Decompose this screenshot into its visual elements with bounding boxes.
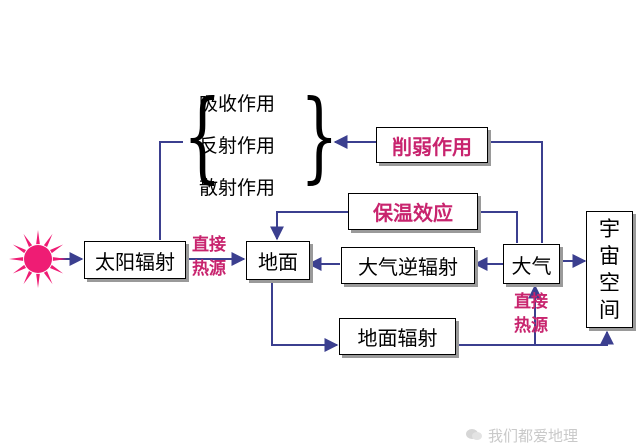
- node-warming-effect: 保温效应: [348, 193, 478, 230]
- label-direct-heat-source-2: 直接 热源: [514, 292, 548, 336]
- arrow-atmos-to-warming: [478, 211, 518, 243]
- arrow-solar-to-effects: [159, 141, 183, 240]
- watermark-text: 我们都爱地理: [488, 427, 579, 445]
- arrow-warming-to-ground: [270, 211, 348, 241]
- node-solar-radiation: 太阳辐射: [84, 241, 186, 279]
- sun-ray: [43, 270, 53, 285]
- sun-ray: [9, 257, 24, 261]
- node-space: 宇 宙 空 间: [586, 211, 633, 328]
- effect-reflection: 反射作用: [199, 135, 276, 157]
- space-char: 空: [599, 270, 620, 295]
- node-atmosphere: 大气: [503, 244, 560, 284]
- sun-ray: [49, 264, 64, 274]
- node-ground-radiation: 地面辐射: [339, 318, 456, 355]
- sun-ray: [52, 257, 67, 261]
- effect-absorption: 吸收作用: [199, 93, 276, 115]
- arrow-ground-to-ground-rad: [271, 281, 339, 352]
- sun-ray: [23, 233, 33, 248]
- label-direct-heat-source-1: 直接 热源: [192, 235, 226, 279]
- arrow-atmos-to-weakening: [488, 141, 543, 243]
- chat-bubble-icon: [466, 429, 482, 440]
- node-atmospheric-counter-radiation: 大气逆辐射: [341, 247, 475, 284]
- node-ground: 地面: [246, 241, 310, 280]
- space-char: 宇: [599, 216, 620, 241]
- sun-ray: [12, 244, 27, 254]
- sun-icon: [9, 230, 67, 288]
- effect-scattering: 散射作用: [199, 177, 276, 199]
- left-brace: {: [183, 80, 222, 194]
- sun-ray: [36, 273, 40, 288]
- arrow-ground-rad-to-space: [456, 330, 614, 346]
- space-char: 间: [599, 297, 620, 322]
- space-char: 宙: [599, 243, 620, 268]
- sun-ray: [43, 233, 53, 248]
- node-weakening-effect: 削弱作用: [376, 127, 488, 163]
- sun-ray: [49, 244, 64, 254]
- right-brace: }: [300, 80, 339, 194]
- sun-ray: [23, 270, 33, 285]
- sun-ray: [36, 230, 40, 245]
- sun-ray: [12, 264, 27, 274]
